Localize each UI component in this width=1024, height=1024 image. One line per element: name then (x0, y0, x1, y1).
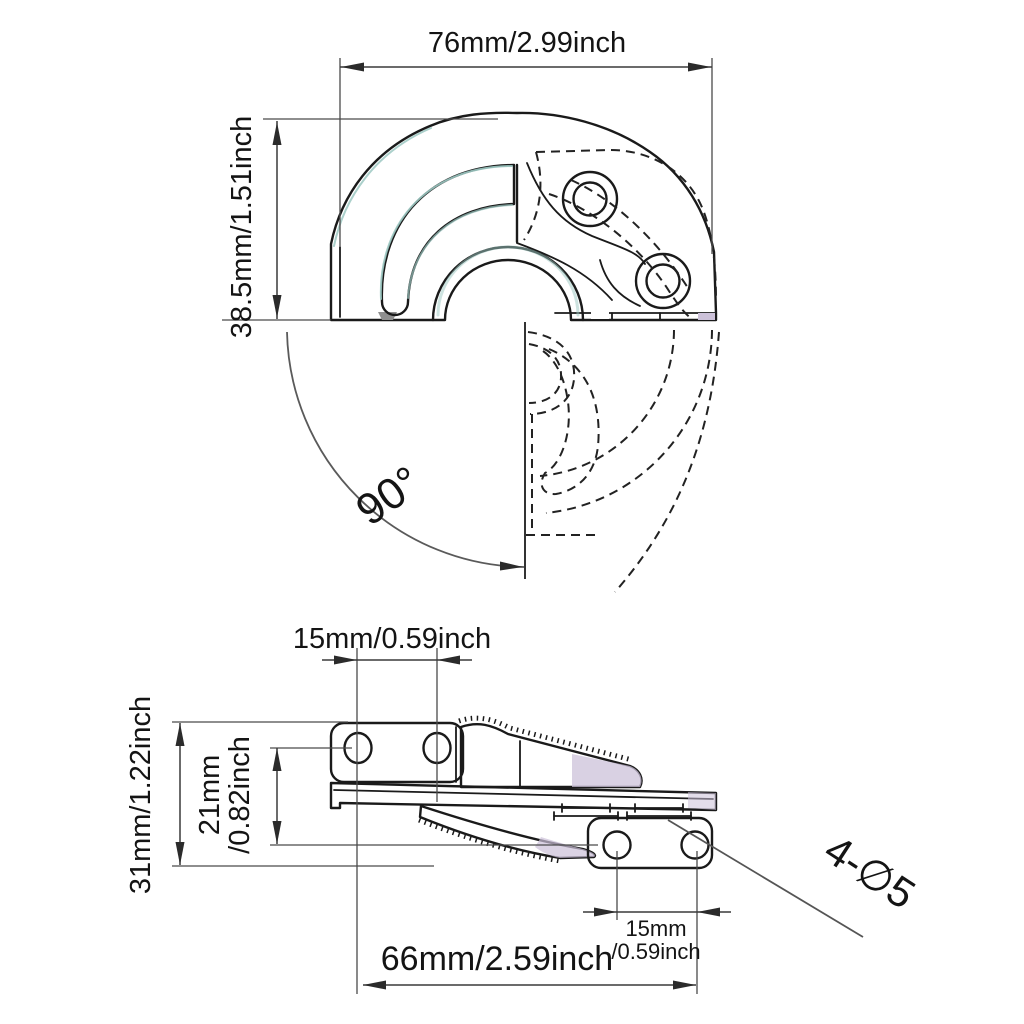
base-spacing-label-mm: 15mm (625, 916, 686, 941)
overall-height-arrow-top (175, 723, 185, 746)
angle-label: 90° (347, 457, 430, 535)
mid-height-label-mm: 21mm (194, 755, 226, 836)
hinge-lower-lever-hatch (418, 817, 561, 864)
width-label: 76mm/2.99inch (428, 27, 626, 59)
teal-accent-slot-inner (407, 204, 513, 299)
width-arrow-left (341, 62, 364, 72)
cam-body (329, 111, 718, 322)
cam-hole-upper-outer (561, 170, 619, 228)
hole-spec-label: 4-∅5 (816, 826, 923, 918)
overall-length-arrow-right (673, 980, 696, 990)
top-spacing-label: 15mm/0.59inch (293, 623, 491, 655)
cam-hole-lower-outer (634, 252, 692, 310)
adjusting-screw-right (626, 803, 692, 821)
side-view: 4-∅5 15mm/0.59inch 31mm/1.22inch 21mm /0… (125, 623, 923, 994)
rotation-arc-arrowhead (500, 561, 523, 571)
width-arrow-right (688, 62, 711, 72)
top-plate (329, 721, 465, 784)
hinge-bar-lavender (688, 792, 716, 810)
cam-hole-upper-inner (572, 181, 608, 217)
teal-accent-outer-arch (333, 127, 432, 247)
cam-boss-ridge-lower (516, 242, 613, 301)
cam-bottom-gap (591, 312, 609, 319)
top-view: 90° 76mm/2.99inch 38.5mm/1.51inch (222, 27, 720, 593)
teal-accent-slot (379, 165, 513, 300)
overall-height-arrow-bottom (175, 842, 185, 865)
height-arrow-bottom (272, 295, 282, 318)
teal-accent-notch (436, 245, 580, 317)
top-spacing-arrow-left (334, 655, 357, 665)
hinge-upper-arm-lavender (572, 754, 642, 787)
mid-height-arrow-top (272, 748, 282, 771)
mid-height-label-inch: /0.82inch (224, 736, 256, 854)
cam-notch-rim (431, 245, 585, 322)
overall-length-arrow-left (363, 980, 386, 990)
hole-spec-leader-line (667, 819, 864, 938)
bottom-plate (586, 816, 714, 870)
cam-bottom-purple-insert (698, 313, 715, 320)
base-spacing-arrow-left (594, 907, 617, 917)
height-arrow-top (272, 122, 282, 145)
height-label: 38.5mm/1.51inch (226, 116, 258, 338)
hinge-bar-inner-line (333, 789, 714, 800)
cam-boss-ridge-right (599, 259, 641, 307)
top-spacing-arrow-right (437, 655, 460, 665)
overall-length-label: 66mm/2.59inch (381, 940, 613, 978)
cam-curved-slot (380, 163, 516, 317)
cam-hole-lower-inner (645, 263, 681, 299)
mid-height-arrow-bottom (272, 821, 282, 844)
base-spacing-arrow-right (697, 907, 720, 917)
rotated-position-dashed (523, 148, 720, 593)
rotation-arc (286, 331, 525, 568)
cam-boss-ridge-upper (526, 162, 646, 265)
hinge-lower-lever-lavender (535, 837, 595, 858)
base-spacing-label-inch: /0.59inch (611, 939, 700, 964)
overall-height-label: 31mm/1.22inch (125, 696, 157, 894)
